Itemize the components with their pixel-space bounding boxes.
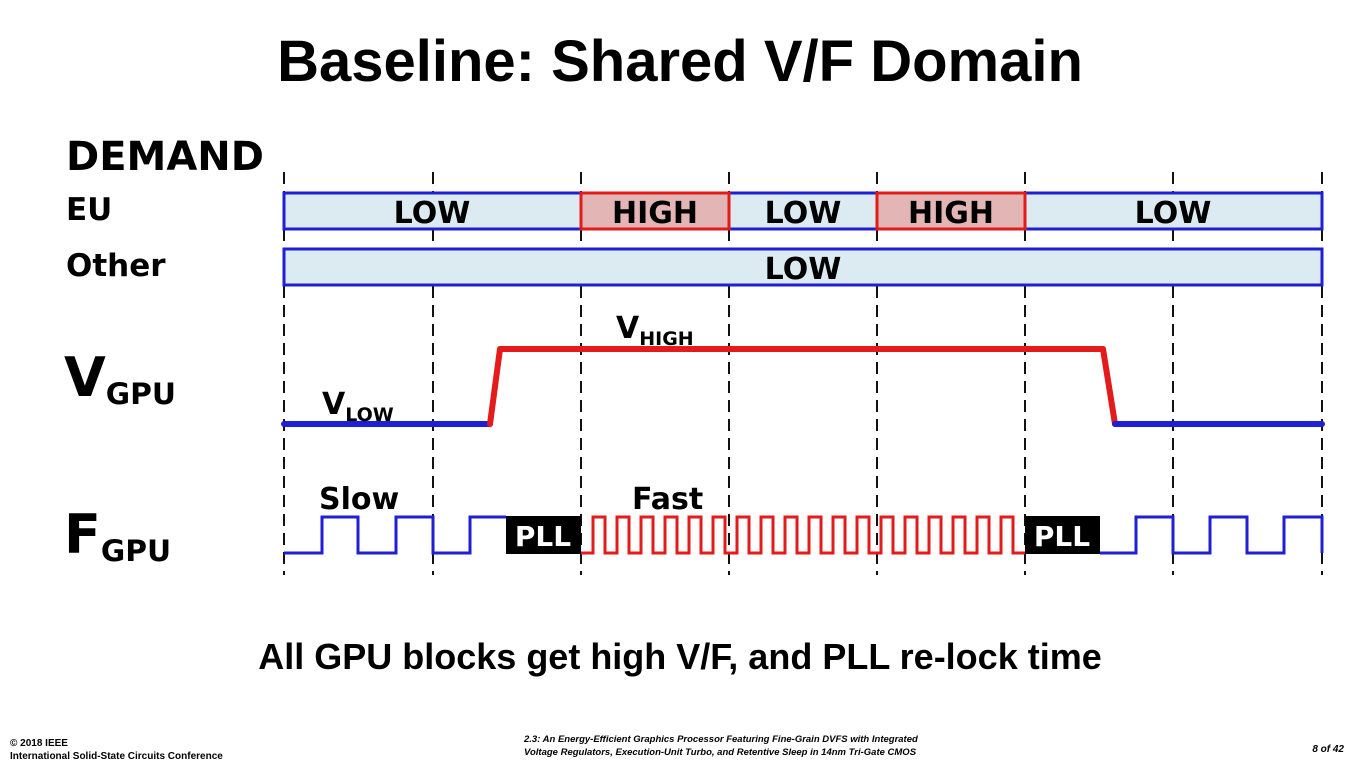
eu-segment-label: HIGH <box>908 196 994 231</box>
eu-segment-label: HIGH <box>612 196 698 231</box>
slow-label: Slow <box>319 482 399 517</box>
footer-paper-title: 2.3: An Energy-Efficient Graphics Proces… <box>524 733 918 759</box>
vgpu-subscript: GPU <box>105 377 177 413</box>
eu-segment-label: LOW <box>765 196 842 231</box>
vlow-label: VLOW <box>322 387 394 426</box>
vhigh-label: VHIGH <box>616 311 694 350</box>
eu-segment-label: LOW <box>1135 196 1212 231</box>
demand-heading: DEMAND <box>66 134 264 180</box>
other-row-label: Other <box>66 248 166 284</box>
pll-block <box>1025 516 1100 554</box>
footer-copyright: © 2018 IEEE International Solid-State Ci… <box>10 737 223 763</box>
other-segment-low <box>282 247 1324 287</box>
vhigh-segment <box>487 346 1118 427</box>
footer-page-number: 8 of 42 <box>1312 744 1344 755</box>
voltage-waveform <box>281 346 1325 427</box>
fast-label: Fast <box>632 482 703 517</box>
eu-segment-label: LOW <box>394 196 471 231</box>
footer-paper-line: 2.3: An Energy-Efficient Graphics Proces… <box>524 734 918 745</box>
time-gridlines <box>283 172 1323 575</box>
frequency-waveform <box>284 515 1324 555</box>
footer-copyright-line: © 2018 IEEE <box>10 738 68 749</box>
other-segment-label: LOW <box>765 252 842 287</box>
fast-clock <box>581 515 1025 555</box>
eu-segment-low <box>282 191 583 231</box>
eu-demand-row: LOW HIGH LOW HIGH LOW <box>282 191 1324 231</box>
vgpu-main: V <box>64 346 106 409</box>
pll-label: PLL <box>515 520 571 553</box>
slow-clock <box>1100 515 1324 555</box>
eu-segment-high <box>875 191 1027 231</box>
pll-block <box>506 516 581 554</box>
footer-paper-line: Voltage Regulators, Execution-Unit Turbo… <box>524 747 917 758</box>
eu-row-label: EU <box>66 192 113 228</box>
other-demand-row: LOW <box>282 247 1324 287</box>
eu-segment-high <box>579 191 731 231</box>
slide-title: Baseline: Shared V/F Domain <box>277 29 1083 94</box>
pll-label: PLL <box>1034 520 1090 553</box>
fgpu-row-label: FGPU <box>64 503 172 570</box>
slide-caption: All GPU blocks get high V/F, and PLL re-… <box>258 636 1102 677</box>
slow-clock <box>284 515 506 555</box>
footer-conference-line: International Solid-State Circuits Confe… <box>10 751 223 762</box>
vgpu-row-label: VGPU <box>64 346 177 413</box>
fgpu-subscript: GPU <box>100 534 172 570</box>
fgpu-main: F <box>64 503 101 566</box>
